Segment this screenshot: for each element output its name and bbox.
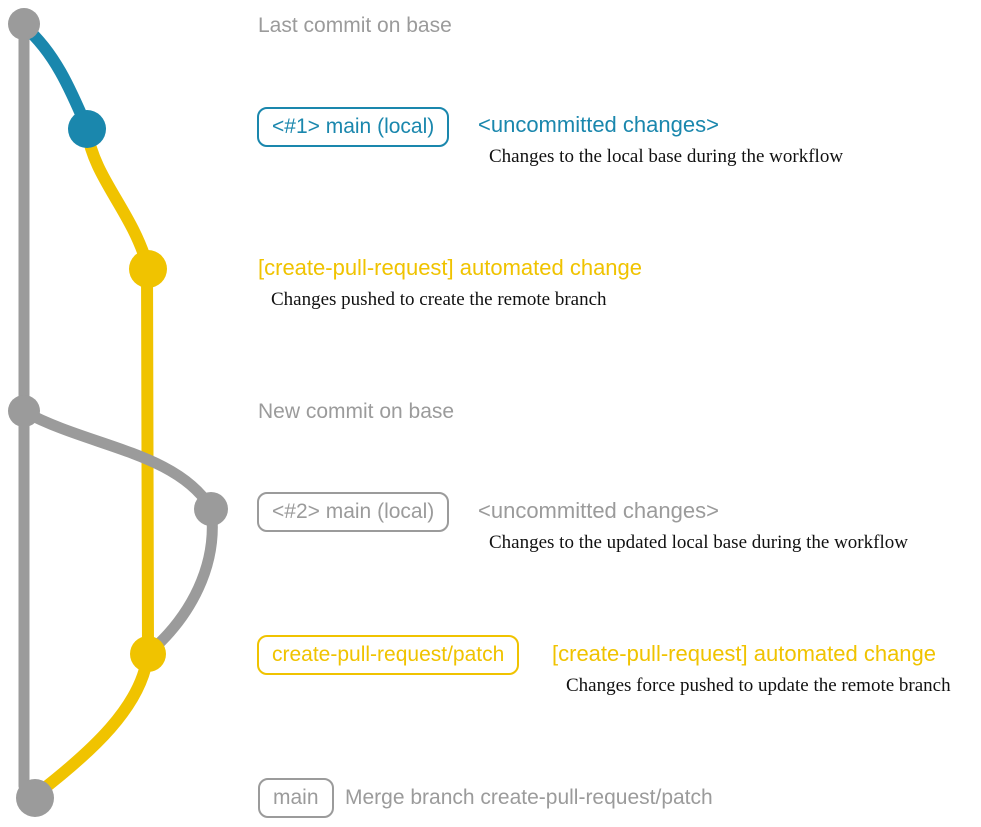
commit-dot-merge — [16, 779, 54, 817]
title-automated-change-2: [create-pull-request] automated change — [552, 641, 937, 666]
branch-badge-main-local-1: <#1> main (local) — [257, 107, 450, 148]
branch-badge-create-pull-request-patch: create-pull-request/patch — [257, 635, 520, 676]
note-force-pushed-update-remote: Changes force pushed to update the remot… — [566, 675, 951, 696]
merge-branch-path — [31, 647, 154, 800]
status-uncommitted-changes-2: <uncommitted changes> — [478, 498, 719, 523]
title-automated-change-1: [create-pull-request] automated change — [258, 255, 643, 280]
commit-dot-last-base — [8, 8, 40, 40]
commit-dot-automated-change-1 — [129, 250, 167, 288]
commit-dot-new-base — [8, 395, 40, 427]
commit-dot-local-main-1 — [68, 110, 106, 148]
branch-badge-main: main — [258, 778, 334, 819]
note-pushed-create-remote: Changes pushed to create the remote bran… — [271, 289, 607, 310]
remote-branch-path — [81, 125, 154, 657]
label-last-commit-on-base: Last commit on base — [258, 14, 452, 37]
label-new-commit-on-base: New commit on base — [258, 400, 455, 423]
note-updated-local-base-changes: Changes to the updated local base during… — [489, 532, 908, 553]
status-uncommitted-changes-1: <uncommitted changes> — [478, 112, 719, 137]
branch-badge-main-local-2: <#2> main (local) — [257, 492, 450, 533]
title-merge-branch: Merge branch create-pull-request/patch — [345, 786, 713, 809]
updated-local-base-branch-path — [19, 406, 218, 656]
commit-dot-local-main-2 — [194, 492, 228, 526]
commit-dot-automated-change-2 — [130, 636, 166, 672]
note-local-base-changes: Changes to the local base during the wor… — [489, 146, 844, 167]
